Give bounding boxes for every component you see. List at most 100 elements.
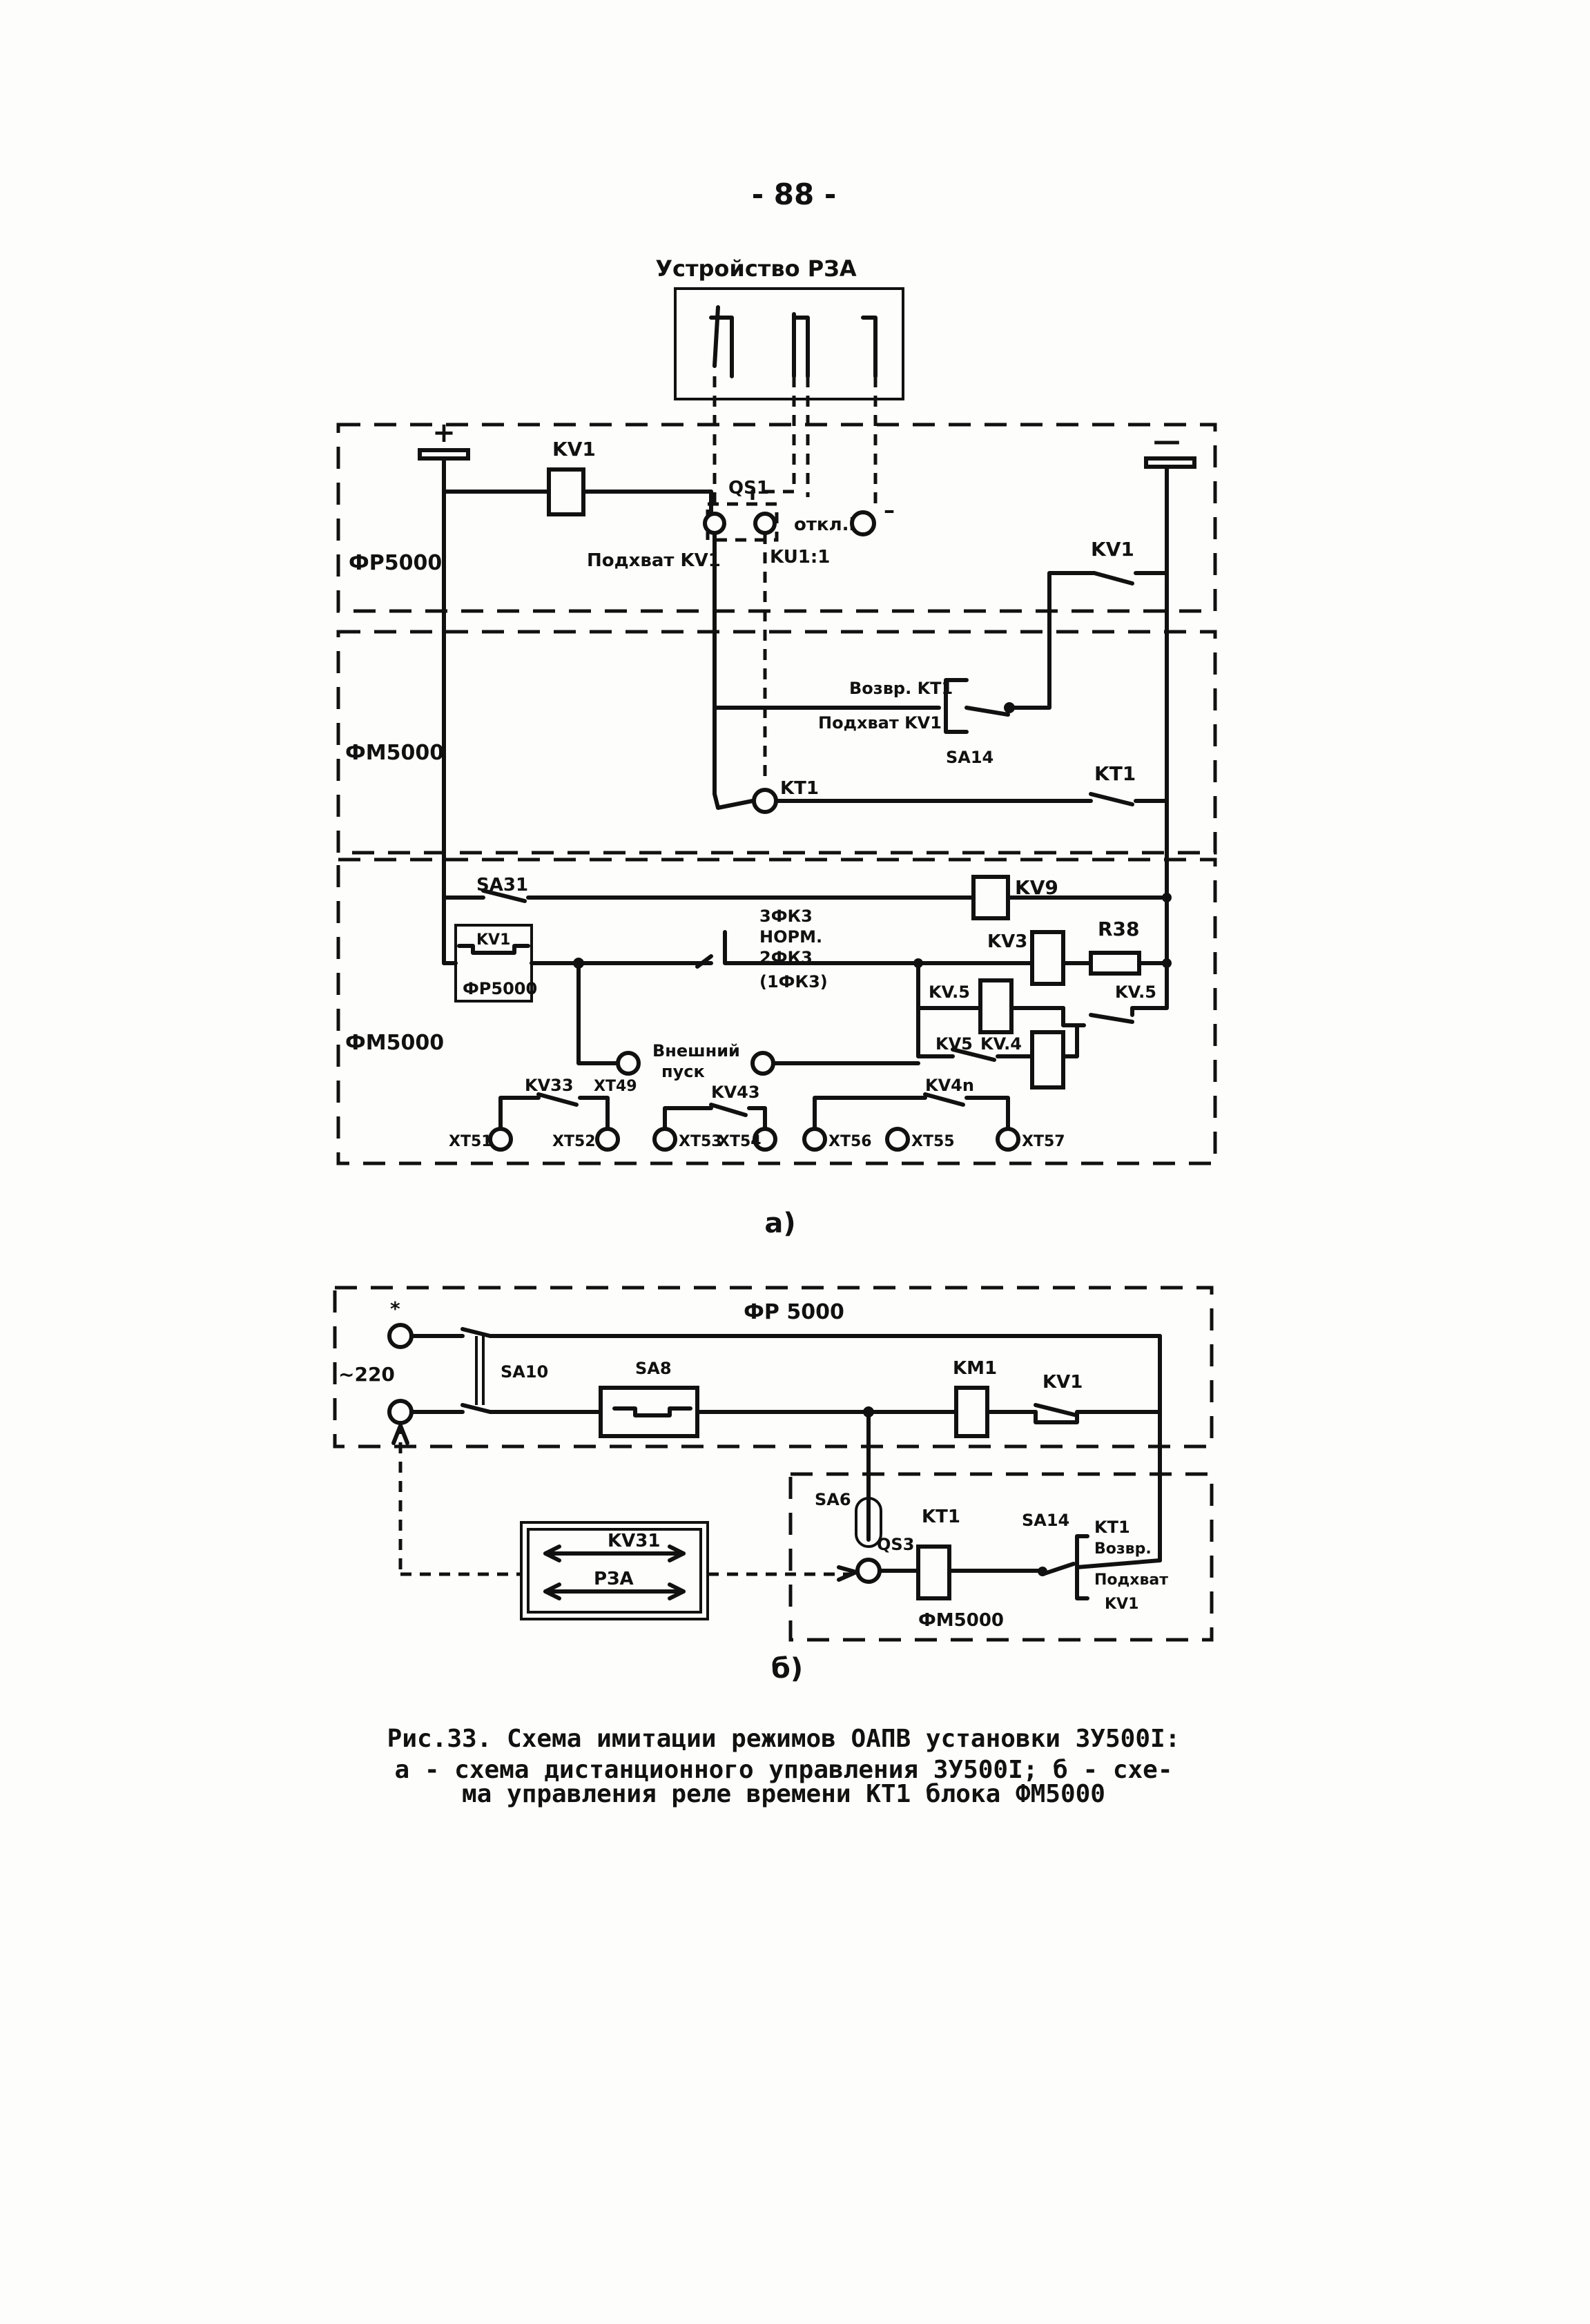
terminal-xt53 xyxy=(652,1127,677,1152)
ku11-label: KU1:1 xyxy=(770,547,830,568)
b-kt1-label: KT1 xyxy=(922,1507,960,1527)
section-b-fr5000 xyxy=(333,1286,1214,1449)
fk3-3-label: (1ФК3) xyxy=(759,972,828,991)
qs1-switch-box xyxy=(706,502,779,542)
b-podhvat-label: Подхват xyxy=(1094,1571,1168,1589)
terminal-vneshniy-1 xyxy=(616,1051,641,1076)
b-terminal-bottom xyxy=(387,1399,414,1425)
device-title: Устройство РЗА xyxy=(655,255,857,282)
kv43-label: KV43 xyxy=(711,1083,760,1102)
section-b-fm5000 xyxy=(788,1472,1214,1642)
vozvr-kt1-label: Возвр. KT1 xyxy=(849,679,953,698)
kv3-label: KV3 xyxy=(987,931,1027,952)
plus-label: + xyxy=(432,417,456,449)
page-number: - 88 - xyxy=(752,177,837,211)
vneshniy-label: Внешний xyxy=(652,1041,740,1061)
minus-bus xyxy=(1144,456,1196,469)
xt54-label: XT54 xyxy=(718,1133,762,1150)
diagram-b-label: б) xyxy=(771,1653,803,1685)
b-sa6-label: SA6 xyxy=(815,1490,851,1509)
b-fr5000-label: ФР 5000 xyxy=(744,1300,844,1324)
minus-label: — xyxy=(1153,425,1181,457)
relay-kv3 xyxy=(1030,930,1065,986)
xt53-label: XT53 xyxy=(679,1133,722,1150)
b-kv1r-label: KV1 xyxy=(1105,1596,1138,1613)
fm5000-upper-label: ФМ5000 xyxy=(345,741,444,765)
xt56-label: XT56 xyxy=(828,1133,872,1150)
kv5a-label: KV.5 xyxy=(929,982,970,1002)
kv4-label: KV.4 xyxy=(980,1034,1022,1054)
fm5000-lower-label: ФМ5000 xyxy=(345,1031,444,1055)
terminal-xt51 xyxy=(488,1127,513,1152)
b-kt1r-label: KT1 xyxy=(1094,1518,1130,1537)
b-km1-label: KM1 xyxy=(953,1358,997,1379)
rza-device-box xyxy=(674,287,904,400)
minus-small-label: – xyxy=(884,497,895,523)
xt49-label: XT49 xyxy=(594,1078,637,1095)
kv5b-label: KV.5 xyxy=(1115,982,1156,1002)
terminal-xt52 xyxy=(595,1127,620,1152)
fk3-1-label: 3ФК3 xyxy=(759,907,813,926)
terminal-podhvat xyxy=(703,512,726,535)
xt55-label: XT55 xyxy=(911,1133,955,1150)
section-fm5000-upper xyxy=(336,630,1217,855)
diagram-a-label: а) xyxy=(764,1208,795,1239)
b-vozvr-label: Возвр. xyxy=(1094,1540,1152,1558)
b-sa14-label: SA14 xyxy=(1022,1511,1069,1530)
b-qs3-label: QS3 xyxy=(877,1535,914,1554)
kv4n-label: KV4n xyxy=(925,1076,974,1095)
kv1-top-label: KV1 xyxy=(552,438,596,461)
kv9-label: KV9 xyxy=(1015,876,1058,899)
b-fm5000-label: ФМ5000 xyxy=(918,1610,1004,1631)
podhvat-kv1-2-label: Подхват KV1 xyxy=(818,713,942,733)
terminal-xt57 xyxy=(996,1127,1020,1152)
relay-kv4 xyxy=(1030,1030,1065,1090)
b-relay-kt1 xyxy=(916,1545,951,1600)
otkl-label: откл.I xyxy=(794,514,855,535)
b-rza-label: РЗА xyxy=(594,1569,634,1589)
terminal-vneshniy-2 xyxy=(750,1051,775,1076)
fr5000-box-label: ФР5000 xyxy=(463,979,537,998)
xt52-label: XT52 xyxy=(552,1133,596,1150)
b-relay-km1 xyxy=(954,1386,989,1438)
relay-kv9 xyxy=(971,875,1010,920)
terminal-xt54 xyxy=(753,1127,777,1152)
b-terminal-qs3 xyxy=(855,1558,882,1584)
b-star-label: * xyxy=(390,1297,400,1320)
b-sa10-label: SA10 xyxy=(501,1362,548,1382)
qs1-label: QS1 xyxy=(728,478,769,498)
b-kv1-label: KV1 xyxy=(1043,1372,1083,1393)
rza-contacts xyxy=(709,305,878,378)
kt1-right-label: KT1 xyxy=(1094,762,1136,785)
relay-kv1 xyxy=(547,467,585,516)
fk3-norm-label: НОРМ. xyxy=(759,927,822,947)
b-kv31-label: KV31 xyxy=(608,1531,660,1551)
sa14-label: SA14 xyxy=(946,748,993,767)
kv1-right-label: KV1 xyxy=(1091,538,1134,561)
kt1-label: KT1 xyxy=(780,778,819,799)
terminal-xt55 xyxy=(885,1127,910,1152)
terminal-ku11 xyxy=(753,512,777,535)
relay-kv5 xyxy=(978,978,1014,1034)
kv1-box-label: KV1 xyxy=(476,931,510,949)
terminal-kt1 xyxy=(752,788,778,814)
section-fm5000-lower xyxy=(336,858,1217,1165)
caption-line-1: Рис.33. Схема имитации режимов ОАПВ уста… xyxy=(387,1725,1181,1753)
xt57-label: XT57 xyxy=(1022,1133,1065,1150)
terminal-xt56 xyxy=(802,1127,827,1152)
r38-label: R38 xyxy=(1098,918,1140,940)
caption-line-2: а - схема дистанционного управления ЗУ50… xyxy=(394,1756,1172,1784)
terminal-otkl xyxy=(850,510,876,536)
kv33-label: KV33 xyxy=(525,1076,574,1095)
resistor-r38 xyxy=(1089,951,1141,976)
podhvat-kv1-label: Подхват KV1 xyxy=(587,550,721,571)
b-rza-box xyxy=(520,1521,709,1620)
b-sa6-contact xyxy=(855,1497,882,1548)
b-220-label: ~220 xyxy=(338,1363,395,1386)
fr5000-label: ФР5000 xyxy=(349,551,442,575)
b-sa8-label: SA8 xyxy=(635,1359,672,1378)
pusk-label: пуск xyxy=(661,1062,705,1081)
caption-line-3: ма управления реле времени KT1 блока ФМ5… xyxy=(462,1780,1105,1808)
